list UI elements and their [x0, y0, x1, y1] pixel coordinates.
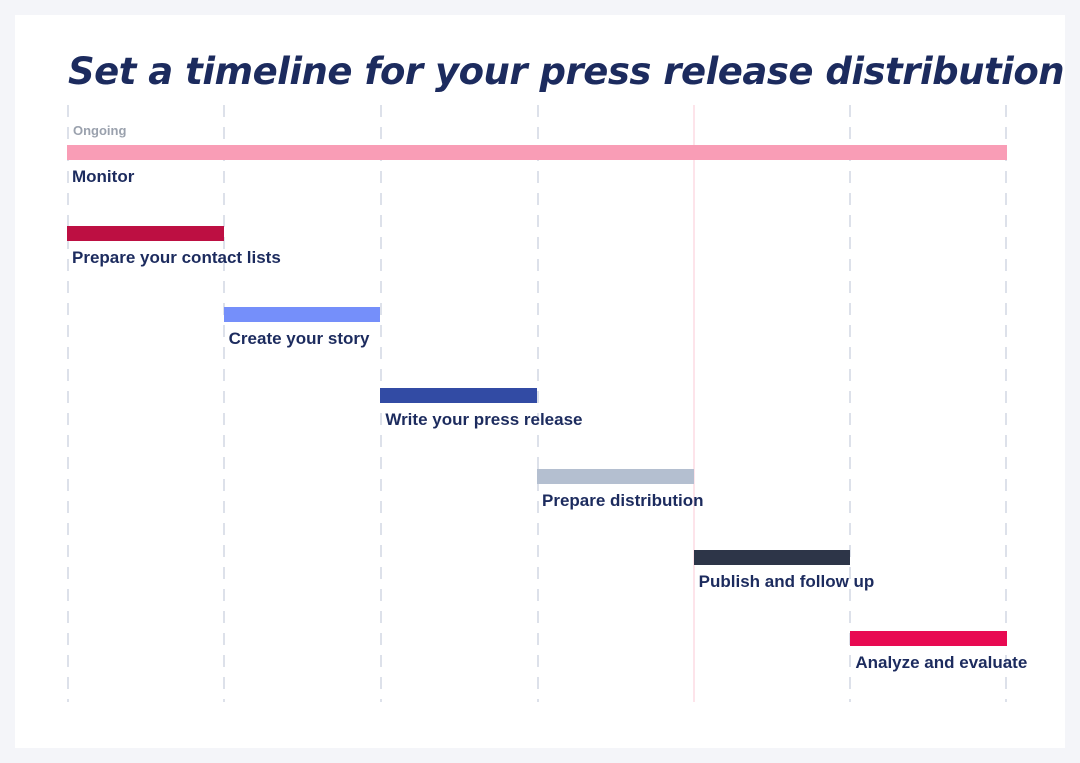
- gridline: [849, 105, 851, 702]
- task-bar-prepare-distribution: [537, 469, 694, 484]
- ongoing-annotation: Ongoing: [73, 123, 127, 138]
- task-label-analyze-evaluate: Analyze and evaluate: [855, 653, 1028, 672]
- task-bar-publish-follow-up: [693, 550, 851, 565]
- task-label-prepare-distribution: Prepare distribution: [542, 491, 704, 510]
- current-time-marker: [693, 105, 695, 702]
- gridline: [1005, 105, 1007, 702]
- task-bar-analyze-evaluate: [850, 631, 1007, 646]
- chart-card: [15, 15, 1065, 748]
- task-label-publish-follow-up: Publish and follow up: [698, 572, 875, 591]
- task-bar-prepare-contact-lists: [67, 226, 224, 241]
- task-label-prepare-contact-lists: Prepare your contact lists: [72, 248, 281, 267]
- gridline: [67, 105, 69, 702]
- task-bar-monitor: [67, 145, 1007, 160]
- gridline: [537, 105, 539, 702]
- task-label-write-press-release: Write your press release: [385, 410, 583, 429]
- gridline: [380, 105, 382, 702]
- task-label-monitor: Monitor: [72, 167, 135, 186]
- task-bar-write-press-release: [380, 388, 537, 403]
- gridline: [223, 105, 225, 702]
- task-label-create-story: Create your story: [228, 329, 370, 348]
- task-bar-create-story: [223, 307, 381, 322]
- chart-title: Set a timeline for your press release di…: [68, 50, 1065, 93]
